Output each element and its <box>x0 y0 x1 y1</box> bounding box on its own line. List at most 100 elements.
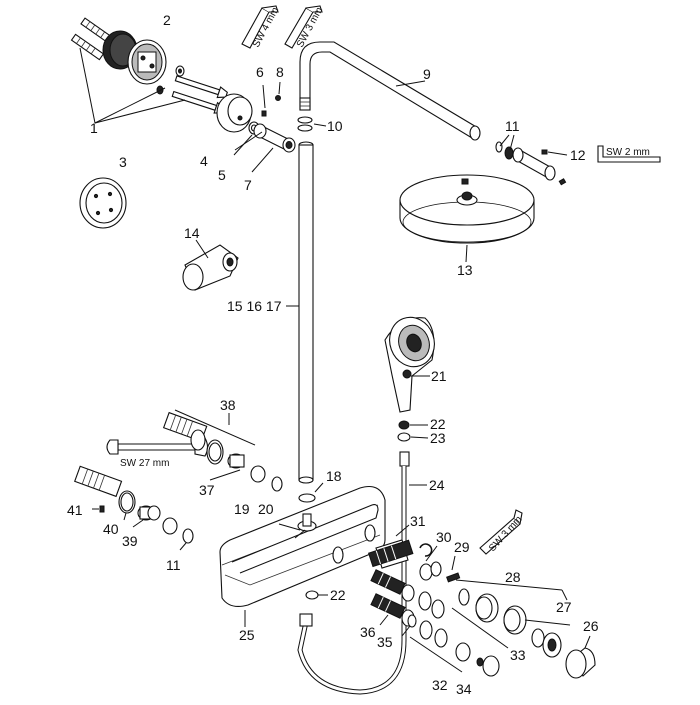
leader-20 <box>278 523 301 531</box>
part-25-thermostat-body <box>219 485 386 607</box>
label-6: 6 <box>256 64 264 80</box>
label-3: 3 <box>119 154 127 170</box>
label-2: 2 <box>163 12 171 28</box>
part-18-ring <box>298 493 316 503</box>
leader-4b <box>233 134 253 156</box>
part-7-connector <box>253 123 296 153</box>
bracket-28 <box>455 579 563 591</box>
part-10-o-rings <box>297 116 313 132</box>
label-9: 9 <box>423 66 431 82</box>
label-1: 1 <box>90 120 98 136</box>
leader-6 <box>262 84 266 109</box>
label-23: 23 <box>430 430 446 446</box>
label-38: 38 <box>220 397 236 413</box>
part-34-caps <box>455 642 500 677</box>
part-26-knob-cap <box>565 647 596 679</box>
label-36: 36 <box>360 624 376 640</box>
allen-key-sw2: SW 2 mm <box>597 145 661 163</box>
part-15-16-17-riser-pipe <box>298 141 314 484</box>
label-28: 28 <box>505 569 521 585</box>
leader-30 <box>425 545 438 562</box>
part-connector-nut-lower <box>162 517 194 544</box>
label-11-top: 11 <box>505 118 520 134</box>
part-12-arm-coupling <box>512 147 567 186</box>
label-19: 19 <box>234 501 250 517</box>
leader-33 <box>451 607 509 649</box>
label-22-bottom: 22 <box>330 587 346 603</box>
allen-key-sw3-bottom: SW 3 mm <box>479 509 525 555</box>
label-41: 41 <box>67 502 83 518</box>
label-29: 29 <box>454 539 470 555</box>
label-5: 5 <box>218 167 226 183</box>
leader-9 <box>395 80 426 87</box>
label-37: 37 <box>199 482 215 498</box>
part-22-nut-bottom <box>305 590 319 600</box>
label-34: 34 <box>456 681 472 697</box>
bracket-32 <box>409 636 463 673</box>
label-26: 26 <box>583 618 599 634</box>
label-27: 27 <box>556 599 572 615</box>
part-2-wall-bracket <box>127 39 167 85</box>
label-24: 24 <box>429 477 445 493</box>
part-38-connector-assembly <box>162 411 283 492</box>
part-9-shower-arm <box>299 41 481 141</box>
leader-29 <box>451 555 456 571</box>
label-10: 10 <box>327 118 343 134</box>
part-connector-lower <box>74 465 123 498</box>
part-4-rosette <box>216 93 253 133</box>
part-41-pin <box>99 505 105 513</box>
part-30-clip <box>419 543 433 557</box>
allen-key-sw4: SW 4 mm <box>241 5 281 49</box>
leader-36 <box>379 614 389 626</box>
label-8: 8 <box>276 64 284 80</box>
label-31: 31 <box>410 513 426 529</box>
label-14: 14 <box>184 225 200 241</box>
label-22-top: 22 <box>430 416 446 432</box>
part-27-knob-inner <box>531 628 562 658</box>
leader-11b <box>179 542 187 551</box>
leader-31 <box>395 524 410 537</box>
part-14-hand-shower-holder <box>182 244 239 291</box>
label-33: 33 <box>510 647 526 663</box>
label-20: 20 <box>258 501 274 517</box>
leader-8 <box>278 81 281 95</box>
tool-label-sw27: SW 27 mm <box>120 458 169 469</box>
leader-14 <box>195 239 209 259</box>
tool-label-sw3-bottom: SW 3 mm <box>487 514 525 554</box>
part-22-filter <box>398 420 410 430</box>
label-39: 39 <box>122 533 138 549</box>
leader-7 <box>251 147 274 173</box>
label-15-16-17: 15 16 17 <box>227 298 282 314</box>
label-11-bottom: 11 <box>166 557 181 573</box>
leader-26 <box>584 635 591 649</box>
leader-40 <box>123 512 127 521</box>
leader-37 <box>209 469 241 481</box>
leader-10 <box>313 123 327 127</box>
label-18: 18 <box>326 468 342 484</box>
part-23-washer <box>397 432 411 442</box>
part-35-washer <box>407 614 417 628</box>
bracket-27 <box>524 619 571 626</box>
part-30-nut <box>419 561 442 581</box>
part-11-nuts-top <box>495 141 514 160</box>
bracket-38 <box>174 409 256 446</box>
label-35: 35 <box>377 634 393 650</box>
leader-39 <box>132 519 144 528</box>
leader-11a <box>499 134 510 147</box>
part-24-shower-hose <box>297 451 410 695</box>
leader-23 <box>410 436 429 439</box>
part-8-pin <box>275 95 281 101</box>
leader-11b <box>509 134 515 151</box>
label-4: 4 <box>200 153 208 169</box>
part-6-set-screw <box>261 110 267 117</box>
part-28-knob-assembly <box>458 588 527 635</box>
label-30: 30 <box>436 529 452 545</box>
part-1-screws-dowels <box>70 17 228 124</box>
leader-35 <box>401 625 411 637</box>
label-32: 32 <box>432 677 448 693</box>
leader-12 <box>547 151 568 156</box>
part-40-gasket <box>118 490 136 514</box>
label-25: 25 <box>239 627 255 643</box>
